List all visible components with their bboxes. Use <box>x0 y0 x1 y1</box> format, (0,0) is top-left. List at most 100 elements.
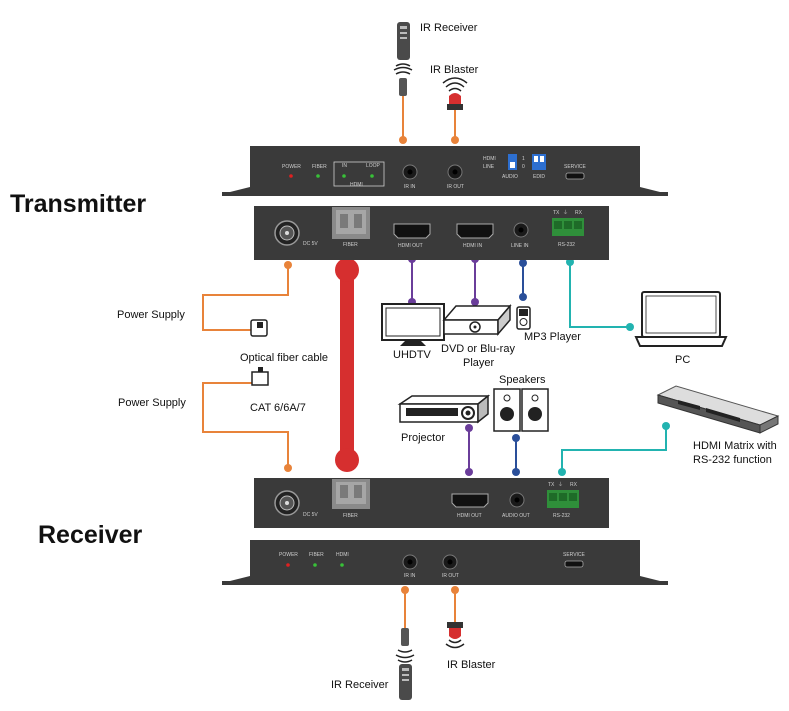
ir-blaster-bottom <box>445 622 465 649</box>
ir-receiver-bottom <box>395 628 415 700</box>
rx-power-led <box>286 563 290 567</box>
transmitter-front-panel <box>222 146 668 196</box>
power-cable-top <box>202 265 289 331</box>
dvd-player-icon <box>442 303 512 337</box>
tx-rs232-terminal[interactable] <box>552 218 584 236</box>
tx-front-in: IN <box>342 163 347 169</box>
tx-front-edid: EDID <box>533 174 545 180</box>
rx-service-port[interactable] <box>564 560 584 568</box>
hdmi-matrix-label-line1: HDMI Matrix with <box>693 440 777 452</box>
rx-rear-rs232: RS-232 <box>553 513 570 519</box>
tx-fiber-led <box>316 174 320 178</box>
tx-hdmi-led-box <box>333 161 385 187</box>
speaker-cable-top <box>512 434 520 442</box>
power-supply-1-label: Power Supply <box>117 309 185 321</box>
ir-blaster-cable-bottom-end <box>451 586 459 594</box>
power-cable-bottom <box>202 382 289 468</box>
power-cable-top-end <box>284 261 292 269</box>
uhdtv-label: UHDTV <box>393 349 432 361</box>
speaker-cable-bottom <box>512 468 520 476</box>
uhdtv-icon <box>381 303 445 346</box>
projector-icon <box>397 394 491 424</box>
mp3-label: MP3 Player <box>524 331 581 343</box>
tx-ir-in-jack-hole <box>407 169 413 175</box>
speakers-label: Speakers <box>499 374 546 386</box>
tx-front-audio: AUDIO <box>502 174 518 180</box>
rx-fiber-led <box>313 563 317 567</box>
tx-front-hdmi: HDMI <box>350 182 363 188</box>
line-in-cable-top <box>519 259 527 267</box>
dvd-label-line1: DVD or Blu-ray <box>441 343 515 355</box>
cat-label: CAT 6/6A/7 <box>250 402 306 414</box>
tx-service-port[interactable] <box>565 172 585 180</box>
ir-receiver-top-label: IR Receiver <box>420 22 478 34</box>
rs232-cable-top-end <box>626 323 634 331</box>
rx-hdmi-out-port[interactable] <box>451 493 489 508</box>
rx-front-hdmi: HDMI <box>336 552 349 558</box>
power-supply-2-label: Power Supply <box>118 397 186 409</box>
rx-fiber-port[interactable] <box>332 479 370 509</box>
ir-receiver-top <box>393 22 413 96</box>
transmitter-title: Transmitter <box>10 190 146 218</box>
projector-cable-top <box>465 424 473 432</box>
power-cable-bottom-end <box>284 464 292 472</box>
tx-loop-led <box>370 174 374 178</box>
rs232-cable-bottom-start <box>558 468 566 476</box>
tx-front-line-sw: LINE <box>483 164 495 170</box>
tx-line-in-jack-hole <box>518 227 524 233</box>
ir-receiver-bottom-label: IR Receiver <box>331 679 389 691</box>
rx-rs232-terminal[interactable] <box>547 490 579 508</box>
speakers-icon <box>493 388 549 432</box>
ir-blaster-bottom-label: IR Blaster <box>447 659 496 671</box>
tx-rear-line-in: LINE IN <box>511 243 529 249</box>
tx-hdmi-in-port[interactable] <box>456 223 494 239</box>
hdmi-matrix-label-line2: RS-232 function <box>693 454 772 466</box>
fiber-cable-top-end <box>335 258 359 282</box>
rs232-cable-top <box>569 262 630 328</box>
tx-rear-dc: DC 5V <box>303 241 318 247</box>
rx-ir-out-jack-hole <box>447 559 453 565</box>
line-in-cable-bottom <box>519 293 527 301</box>
rx-front-fiber: FIBER <box>309 552 324 558</box>
tx-rear-ground: ⏚ <box>563 209 568 216</box>
rx-hdmi-led <box>340 563 344 567</box>
tx-in-led <box>342 174 346 178</box>
tx-rear-hdmi-out: HDMI OUT <box>398 243 423 249</box>
rx-rear-fiber: FIBER <box>343 513 358 519</box>
tx-dc-port[interactable] <box>274 220 300 246</box>
tx-power-led <box>289 174 293 178</box>
rx-rear-tx: TX <box>548 482 555 488</box>
tx-front-power: POWER <box>282 164 301 170</box>
transmitter-rear-panel <box>254 206 609 260</box>
rx-ir-in-jack-hole <box>407 559 413 565</box>
pc-laptop-icon <box>634 291 728 347</box>
projector-cable-bottom <box>465 468 473 476</box>
receiver-title: Receiver <box>38 521 143 549</box>
tx-rear-rs232: RS-232 <box>558 242 575 248</box>
projector-label: Projector <box>401 432 445 444</box>
hdmi-matrix-icon <box>656 385 780 434</box>
tx-hdmi-out-port[interactable] <box>393 223 431 239</box>
tx-front-zero: 0 <box>522 164 525 170</box>
tx-rear-hdmi-in: HDMI IN <box>463 243 483 249</box>
ir-blaster-top <box>442 77 468 110</box>
tx-edid-dip-knob-2 <box>540 156 544 162</box>
rx-rear-hdmi-out: HDMI OUT <box>457 513 482 519</box>
tx-rear-fiber: FIBER <box>343 242 358 248</box>
optical-fiber-label: Optical fiber cable <box>240 352 328 364</box>
tx-fiber-port[interactable] <box>332 207 370 239</box>
tx-front-service: SERVICE <box>564 164 587 170</box>
rx-dc-port[interactable] <box>274 490 300 516</box>
tx-ir-out-jack-hole <box>452 169 458 175</box>
cat-cable-plug-icon <box>251 367 269 386</box>
tx-rear-rx: RX <box>575 210 583 216</box>
mp3-player-icon <box>516 306 531 330</box>
rs232-cable-bottom-end <box>662 422 670 430</box>
dvd-label-line2: Player <box>463 357 495 369</box>
tx-front-hdmi-sw: HDMI <box>483 156 496 162</box>
tx-front-ir-out: IR OUT <box>447 184 464 190</box>
tx-front-ir-in: IR IN <box>404 184 416 190</box>
ir-blaster-top-label: IR Blaster <box>430 64 479 76</box>
rx-front-service: SERVICE <box>563 552 586 558</box>
ir-receiver-cable-top-end <box>399 136 407 144</box>
